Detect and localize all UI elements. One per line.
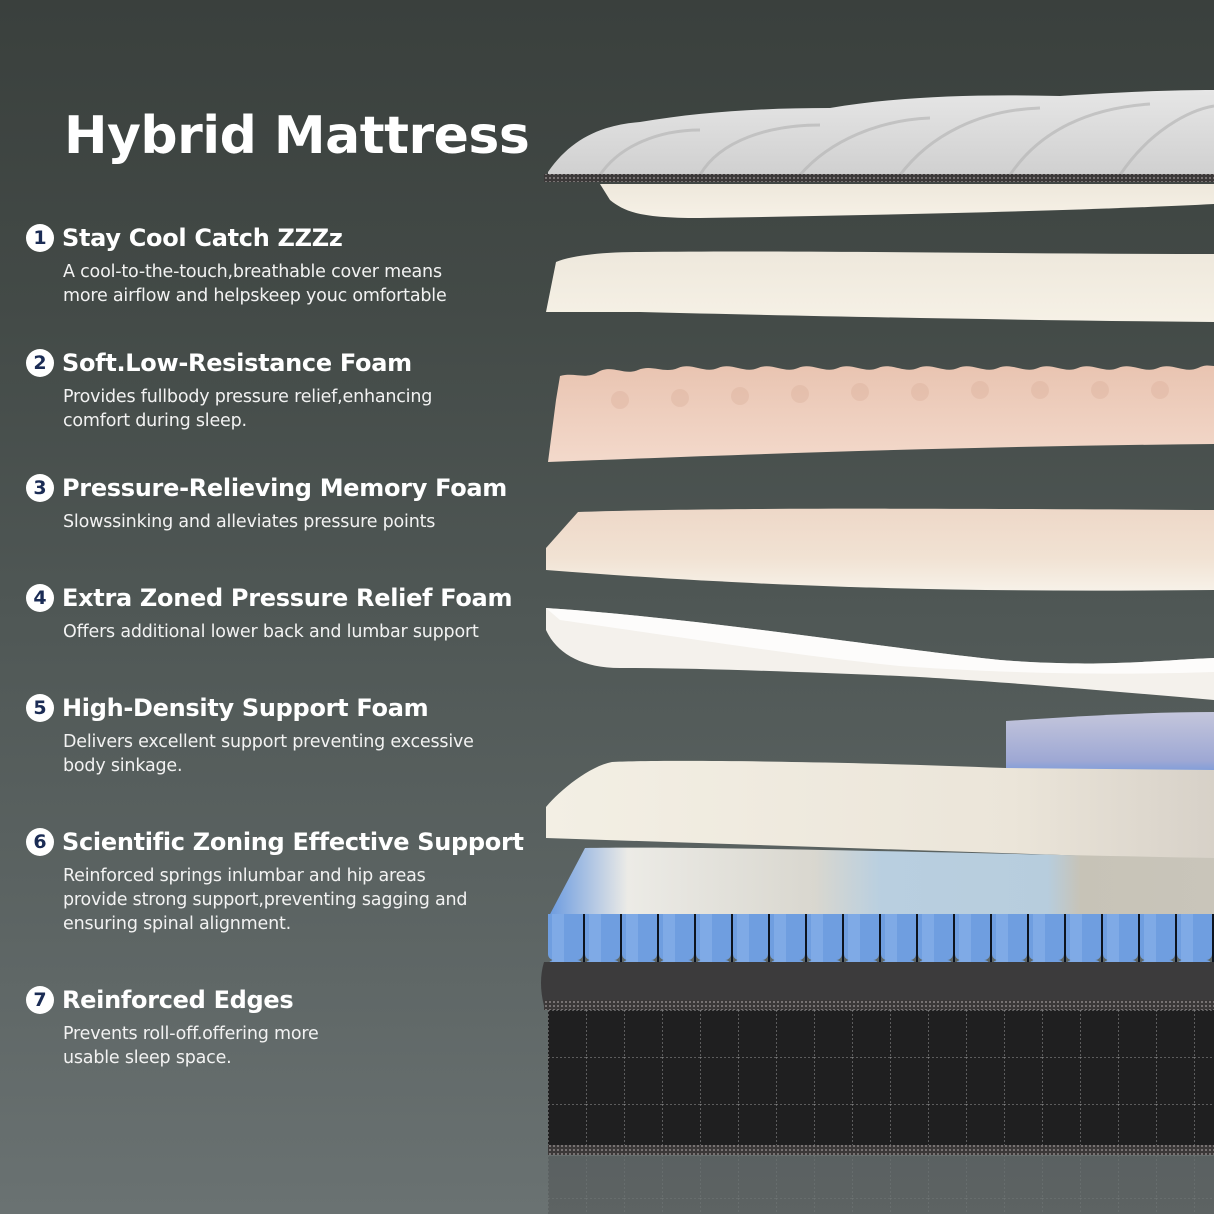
feature-title: High-Density Support Foam xyxy=(62,694,429,722)
high-density-foam-layer xyxy=(546,760,1214,860)
pocket-springs-layer xyxy=(548,847,1214,968)
feature-description: Delivers excellent support preventing ex… xyxy=(63,732,474,776)
feature-title: Extra Zoned Pressure Relief Foam xyxy=(62,584,513,612)
page-title: Hybrid Mattress xyxy=(64,106,530,166)
feature-description: Offers additional lower back and lumbar … xyxy=(63,622,479,642)
number-badge-icon: 1 xyxy=(26,224,54,252)
memory-foam-layer xyxy=(546,508,1214,591)
feature-title: Stay Cool Catch ZZZz xyxy=(62,224,343,252)
number-badge-icon: 3 xyxy=(26,474,54,502)
zoned-foam-top-surface xyxy=(546,608,1214,674)
feature-description: Slowssinking and alleviates pressure poi… xyxy=(63,512,436,532)
number-badge-icon: 5 xyxy=(26,694,54,722)
feature-description: Reinforced springs inlumbar and hip area… xyxy=(63,866,468,934)
number-badge-icon: 6 xyxy=(26,828,54,856)
number-badge-icon: 4 xyxy=(26,584,54,612)
number-badge-icon: 2 xyxy=(26,349,54,377)
feature-description: Provides fullbody pressure relief,enhanc… xyxy=(63,387,433,431)
cream-comfort-foam-layer xyxy=(600,184,1214,218)
feature-item-6: 6 Scientific Zoning Effective Support Re… xyxy=(26,826,546,936)
feature-item-1: 1 Stay Cool Catch ZZZz A cool-to-the-tou… xyxy=(26,222,546,308)
feature-title: Reinforced Edges xyxy=(62,986,294,1014)
number-badge-icon: 7 xyxy=(26,986,54,1014)
feature-item-5: 5 High-Density Support Foam Delivers exc… xyxy=(26,692,546,778)
feature-item-4: 4 Extra Zoned Pressure Relief Foam Offer… xyxy=(26,582,546,644)
feature-description: A cool-to-the-touch,breathable cover mea… xyxy=(63,262,447,306)
egg-crate-foam-layer xyxy=(548,365,1214,462)
feature-item-3: 3 Pressure-Relieving Memory Foam Slowssi… xyxy=(26,472,546,534)
feature-item-7: 7 Reinforced Edges Prevents roll-off.off… xyxy=(26,984,546,1070)
feature-item-2: 2 Soft.Low-Resistance Foam Provides full… xyxy=(26,347,546,433)
feature-title: Soft.Low-Resistance Foam xyxy=(62,349,412,377)
reinforced-edge-base xyxy=(541,962,1214,1214)
feature-title: Scientific Zoning Effective Support xyxy=(62,828,524,856)
feature-description: Prevents roll-off.offering more usable s… xyxy=(63,1024,319,1068)
white-comfort-foam-layer xyxy=(546,251,1214,322)
blue-gel-insert-layer xyxy=(1006,712,1214,777)
feature-title: Pressure-Relieving Memory Foam xyxy=(62,474,508,502)
quilted-cover-layer xyxy=(544,90,1214,182)
